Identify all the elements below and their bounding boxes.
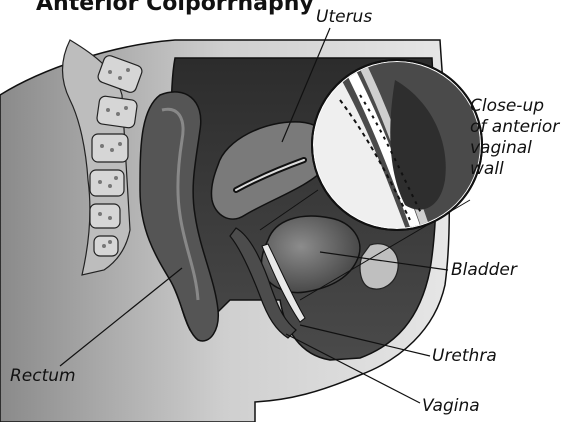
label-urethra: Urethra [432,346,497,367]
label-closeup-line4: wall [470,159,559,180]
label-closeup-line3: vaginal [470,138,559,159]
label-rectum: Rectum [10,366,76,387]
label-vagina: Vagina [422,396,480,417]
pubic-bone [360,244,398,289]
label-uterus: Uterus [316,7,372,28]
label-closeup-line1: Close-up [470,96,559,117]
label-closeup-line2: of anterior [470,117,559,138]
label-closeup: Close-up of anterior vaginal wall [470,96,559,180]
label-bladder: Bladder [451,260,517,281]
